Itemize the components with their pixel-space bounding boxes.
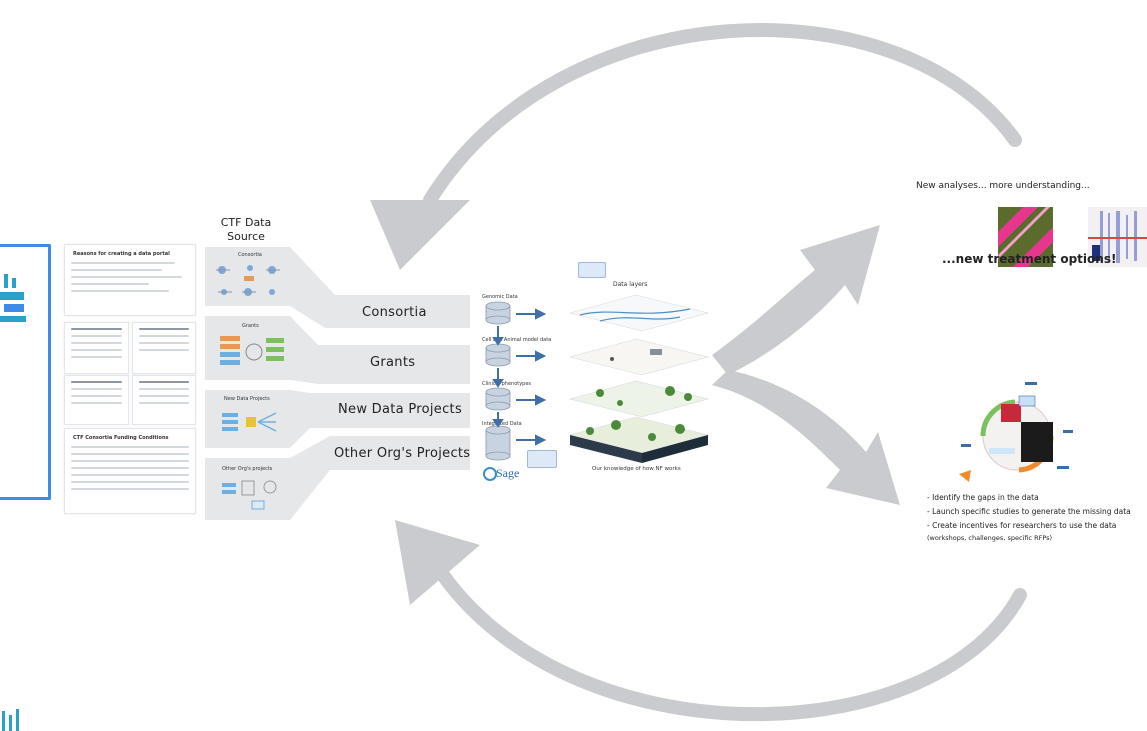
band-grants <box>205 316 470 384</box>
doc-line <box>139 342 189 344</box>
matrix-thumbnail-image <box>1088 207 1147 267</box>
doc-page-a <box>64 322 129 374</box>
doc-page-d <box>132 375 196 425</box>
panel-title-consortia: Consortia <box>238 252 262 258</box>
right-headline: New analyses... more understanding... <box>916 181 1090 191</box>
map-layers-graphic <box>568 294 710 463</box>
doc-line <box>71 481 189 483</box>
doc-line <box>71 276 182 278</box>
right-subheadline: ...new treatment options! <box>942 252 1117 266</box>
label-genomic: Genomic Data <box>482 294 518 300</box>
top-arrowhead <box>370 200 470 270</box>
top-cycle-arrow <box>423 23 1022 207</box>
funding-doc-title: CTF Consortia Funding Conditions <box>73 435 169 441</box>
partial-logo-icon <box>0 274 26 322</box>
consortia-graphic-icon <box>216 265 280 296</box>
doc-line <box>71 328 122 330</box>
band-label-grants: Grants <box>370 355 416 370</box>
callout-bubble-bottom <box>527 450 557 468</box>
doc-line <box>71 488 189 490</box>
doc-line <box>139 349 189 351</box>
bullet-incentives: - Create incentives for researchers to u… <box>927 521 1117 530</box>
partial-logo-bottom-icon <box>2 709 19 731</box>
reasons-doc-title: Reasons for creating a data portal <box>73 251 170 257</box>
label-integrated: Integrated Data <box>482 421 522 427</box>
panel-title-new-data: New Data Projects <box>224 396 270 402</box>
other-projects-graphic-icon <box>222 480 277 510</box>
band-label-consortia: Consortia <box>362 305 427 320</box>
doc-line <box>71 467 189 469</box>
funding-doc: CTF Consortia Funding Conditions <box>64 428 196 514</box>
label-clinical: Clinical phenotypes <box>482 381 532 387</box>
doc-line <box>71 474 189 476</box>
lower-right-arrow <box>712 370 900 505</box>
panel-title-grants: Grants <box>242 323 259 329</box>
bullet-workshops: (workshops, challenges, specific RFPs) <box>927 534 1053 542</box>
doc-line <box>71 402 122 404</box>
sage-logo-text: Sage <box>496 466 520 480</box>
doc-line <box>139 328 189 330</box>
bullet-gaps: - Identify the gaps in the data <box>927 493 1039 502</box>
doc-line <box>71 395 122 397</box>
doc-page-c <box>64 375 129 425</box>
doc-line <box>71 335 122 337</box>
data-layers-title: Data layers <box>613 281 648 288</box>
doc-line <box>71 349 122 351</box>
doc-line <box>71 269 162 271</box>
label-cell-animal: Cell and Animal model data <box>482 337 552 343</box>
band-label-other: Other Org's Projects <box>334 446 471 461</box>
right-bullets: - Identify the gaps in the data - Launch… <box>927 491 1131 543</box>
integrated-base <box>570 435 642 463</box>
band-label-new-data: New Data Projects <box>338 402 463 417</box>
band-other <box>205 436 470 520</box>
doc-line <box>139 402 189 404</box>
doc-line <box>71 381 122 383</box>
sage-logo-icon <box>483 467 497 481</box>
left-bracket <box>0 244 51 500</box>
doc-line <box>71 388 122 390</box>
bottom-cycle-arrow <box>423 548 1027 722</box>
doc-line <box>139 395 189 397</box>
doc-line <box>71 446 189 448</box>
upper-right-arrow <box>712 225 880 375</box>
doc-line <box>71 283 149 285</box>
bullet-studies: - Launch specific studies to generate th… <box>927 507 1131 516</box>
callout-bubble-top <box>578 262 606 278</box>
bottom-arrowhead <box>395 520 480 605</box>
new-data-graphic-icon <box>222 412 277 432</box>
heatmap-thumbnail-image <box>998 207 1053 267</box>
layer-tile-2 <box>568 338 710 376</box>
grants-graphic-icon <box>220 336 284 365</box>
doc-line <box>71 262 175 264</box>
doc-line <box>71 356 122 358</box>
reasons-doc: Reasons for creating a data portal <box>64 244 196 316</box>
doc-line <box>71 453 189 455</box>
doc-line <box>71 342 122 344</box>
panel-title-other: Other Org's projects <box>222 466 273 472</box>
doc-line <box>71 460 189 462</box>
database-cylinders-icon <box>485 301 547 461</box>
doc-line <box>139 388 189 390</box>
band-new-data <box>205 390 470 448</box>
layer-tile-3 <box>568 380 710 418</box>
doc-line <box>71 290 169 292</box>
sources-title: CTF Data Source <box>220 216 272 243</box>
cycle-diagram-graphic <box>959 382 1073 482</box>
doc-line <box>139 335 189 337</box>
doc-line <box>139 381 189 383</box>
data-layers-caption: Our knowledge of how NF works <box>592 466 681 472</box>
doc-page-b <box>132 322 196 374</box>
